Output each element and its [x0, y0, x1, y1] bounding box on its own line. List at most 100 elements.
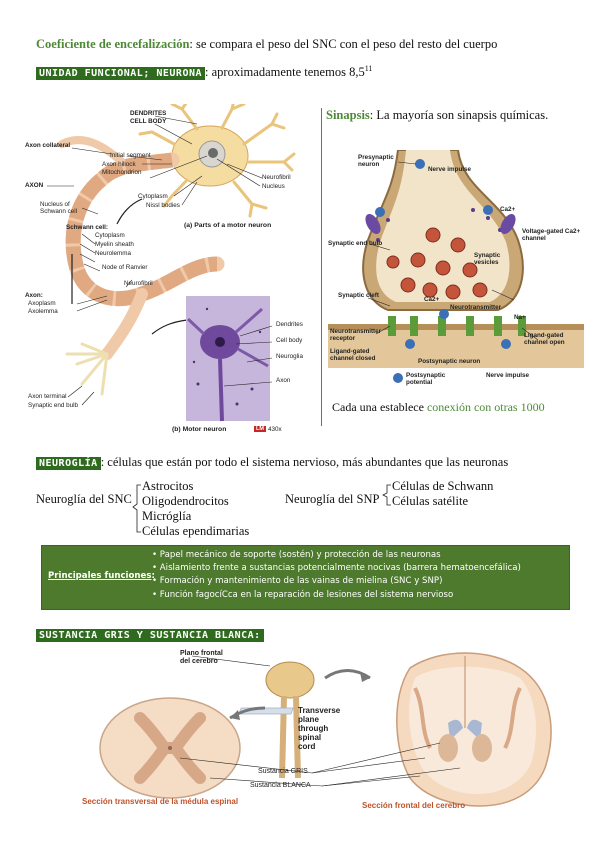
syn-presynaptic: Presynaptic [358, 154, 394, 161]
transverse5: cord [298, 742, 316, 751]
label-micro-neuroglia: Neuroglia [276, 353, 303, 360]
syn-ligand-closed2: channel closed [330, 355, 376, 362]
label-synaptic-end-bulb: Synaptic end bulb [28, 402, 79, 409]
unidad-sup: 11 [364, 64, 373, 73]
label-sc-myelin: Myelin sheath [95, 241, 134, 248]
snc-label: Neuroglía del SNC [36, 492, 132, 506]
transverse: Transverse [298, 706, 341, 715]
sustancia-tag: SUSTANCIA GRIS Y SUSTANCIA BLANCA: [36, 629, 264, 642]
syn-na: Na+ [514, 314, 526, 321]
syn-ligand-open2: channel open [524, 339, 565, 346]
label-axoplasm: Axoplasm [28, 300, 56, 307]
motor-neuron-illustration [47, 98, 296, 422]
caption-spinal: Sección transversal de la médula espinal [82, 797, 239, 806]
syn-presynaptic2: neuron [358, 161, 380, 168]
funcion-item: • Función fagocíCca en la reparación de … [152, 589, 454, 600]
syn-cleft: Synaptic cleft [338, 292, 379, 299]
sustancia-blanca-label: Sustancia BLANCA [250, 782, 311, 789]
brain-spinal-illustration [99, 652, 552, 807]
funciones-label-wrap: Principales funciones: [48, 571, 155, 581]
unidad-line: UNIDAD FUNCIONAL; NEURONA: aproximadamen… [36, 64, 373, 81]
snp-item: Células satélite [392, 494, 469, 508]
snc-item: Células ependimarias [142, 524, 250, 538]
funcion-item: • Papel mecánico de soporte (sostén) y p… [152, 550, 441, 560]
label-nucleus-schwann2: Schwann cell [40, 208, 78, 215]
syn-ca-1: Ca2+ [500, 206, 516, 213]
syn-postsynaptic-potential2: potential [406, 379, 433, 386]
snc-item: Micróglía [142, 509, 192, 523]
label-node-ranvier: Node of Ranvier [102, 264, 148, 271]
label-neurofibril-mid: Neurofibril [124, 280, 153, 287]
sinapsis-term: Sinapsis [326, 108, 370, 122]
label-micro-dendrites: Dendrites [276, 321, 303, 328]
synapse-illustration [328, 149, 584, 386]
label-sc-cytoplasm: Cytoplasm [95, 232, 125, 239]
label-neurofibril-top: Neurofibril [262, 174, 291, 181]
label-axon-colon: Axon: [25, 292, 43, 299]
syn-nt-receptor2: receptor [330, 335, 356, 342]
sustancia-gris-label: Sustancia GRIS [258, 768, 308, 775]
transverse2: plane [298, 715, 319, 724]
syn-voltage-gated2: channel [522, 235, 546, 242]
caption-a: (a) Parts of a motor neuron [184, 222, 272, 229]
label-sc-neurolemma: Neurolemma [95, 250, 132, 257]
syn-ligand-open: Ligand-gated [524, 332, 564, 339]
label-mitochondrion: Mitochondrion [102, 169, 142, 176]
syn-nerve-impulse2: Nerve impulse [486, 372, 530, 379]
label-micro-axon: Axon [276, 377, 291, 384]
conexion-highlight: conexión con otras 1000 [426, 400, 545, 414]
sustancia-line: SUSTANCIA GRIS Y SUSTANCIA BLANCA: [36, 627, 264, 642]
label-axolemma: Axolemma [28, 308, 58, 315]
syn-voltage-gated: Voltage-gated Ca2+ [522, 228, 581, 235]
snp-item: Células de Schwann [392, 479, 494, 493]
label-axon-collateral: Axon collateral [25, 142, 71, 149]
snc-brace [132, 484, 141, 533]
label-nucleus-schwann: Nucleus of [40, 201, 70, 208]
syn-end-bulb: Synaptic end bulb [328, 240, 383, 247]
snc-item: Astrocitos [142, 479, 194, 493]
funcion-item: • Aislamiento frente a sustancias potenc… [152, 563, 521, 574]
sinapsis-text: : La mayoría son sinapsis químicas. [369, 108, 549, 122]
label-nucleus-top: Nucleus [262, 183, 285, 190]
encefalizacion-text: : se compara el peso del SNC con el peso… [189, 37, 498, 51]
label-axon-hillock: Axon hillock [102, 161, 136, 168]
column-divider [321, 108, 322, 426]
caption-brain: Sección frontal del cerebro [362, 801, 466, 810]
syn-neurotransmitter: Neurotransmitter [450, 304, 502, 311]
encefalizacion-term: Coeficiente de encefalización [36, 37, 190, 51]
syn-postsynaptic-neuron: Postsynaptic neuron [418, 358, 481, 365]
label-cytoplasm-top: Cytoplasm [138, 193, 168, 200]
lm-badge: LM [254, 426, 266, 432]
snp-label: Neuroglía del SNP [285, 492, 380, 506]
label-dendrites: DENDRITES [130, 110, 167, 117]
label-axon-terminal: Axon terminal [28, 393, 67, 400]
funciones-box: Principales funciones: • Papel mecánico … [41, 545, 570, 610]
syn-nt-receptor: Neurotransmitter [330, 328, 382, 335]
funciones-colon: : [151, 571, 155, 581]
label-micro-cell-body: Cell body [276, 337, 303, 344]
label-schwann-cell: Schwann cell: [66, 224, 108, 231]
conexion-line: Cada una establece conexión con otras 10… [332, 400, 545, 415]
neuroglia-text: : células que están por todo el sistema … [100, 455, 509, 469]
transverse3: through [298, 724, 329, 733]
syn-nerve-impulse: Nerve impulse [428, 166, 472, 173]
snp-brace [382, 484, 391, 506]
syn-postsynaptic-potential: Postsynaptic [406, 372, 446, 379]
caption-b: (b) Motor neuron [172, 426, 227, 433]
neuroglia-tag: NEUROGLÍA [36, 457, 101, 470]
plano-frontal2: del cerebro [180, 658, 218, 665]
sustancia-figure: Plano frontal del cerebro Transverse pla… [80, 648, 560, 818]
label-nissl-bodies: Nissl bodies [146, 202, 180, 209]
snp-list: Células de Schwann Células satélite [392, 479, 493, 509]
funciones-list: • Papel mecánico de soporte (sostén) y p… [152, 549, 521, 602]
encefalizacion-line: Coeficiente de encefalización: se compar… [36, 37, 497, 52]
sinapsis-line: Sinapsis: La mayoría son sinapsis químic… [326, 108, 548, 123]
syn-vesicles: Synaptic [474, 252, 501, 259]
plano-frontal: Plano frontal [180, 650, 223, 657]
synapse-figure: Presynaptic neuron Nerve impulse Ca2+ Vo… [328, 149, 584, 386]
funcion-item: • Formación y mantenimiento de las vaina… [152, 576, 443, 587]
syn-ligand-closed: Ligand-gated [330, 348, 370, 355]
conexion-prefix: Cada una establece [332, 400, 427, 414]
syn-ca-2: Ca2+ [424, 296, 440, 303]
unidad-tag: UNIDAD FUNCIONAL; NEURONA [36, 67, 206, 81]
